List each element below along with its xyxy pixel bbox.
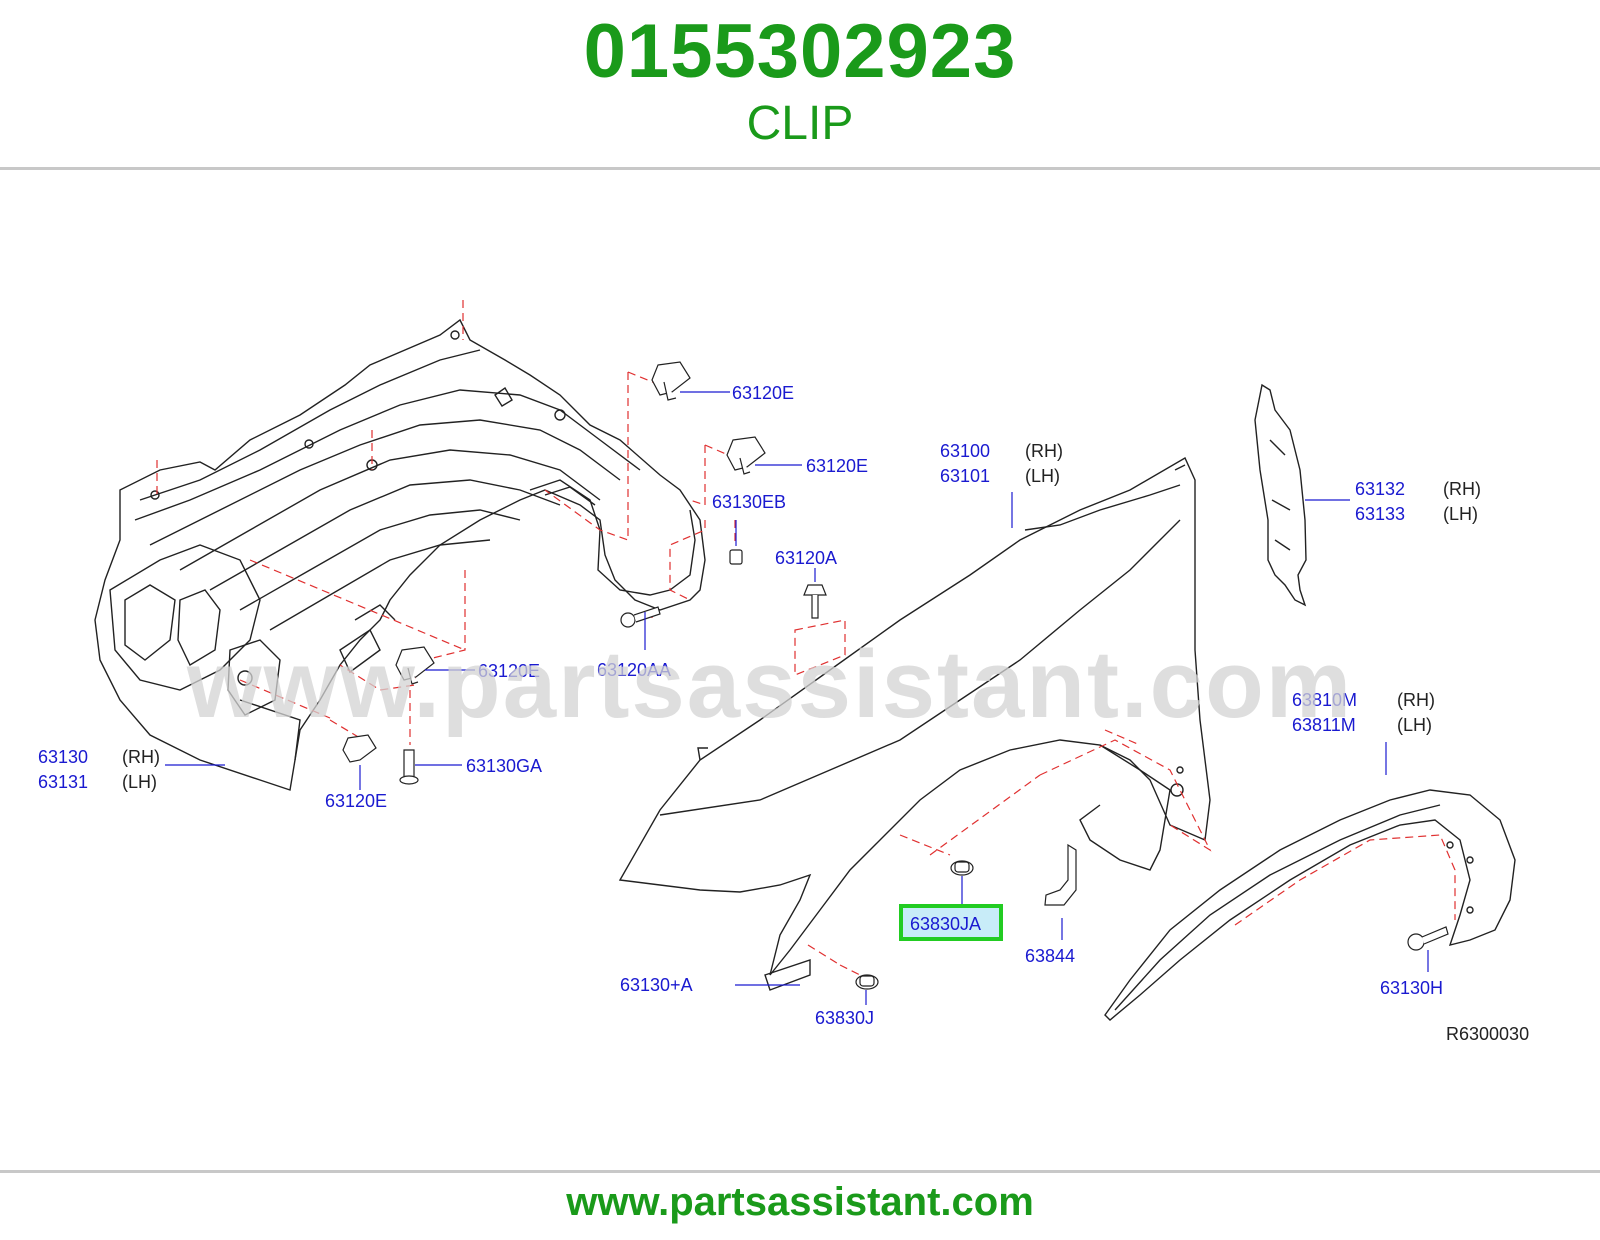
- label-63830J[interactable]: 63830J: [815, 1008, 874, 1028]
- label-63810M-rh: (RH): [1397, 690, 1435, 710]
- label-63844[interactable]: 63844: [1025, 946, 1075, 966]
- clip-63830J-icon: [855, 974, 879, 990]
- label-63131[interactable]: 63131: [38, 772, 88, 792]
- label-63120E-mid[interactable]: 63120E: [806, 456, 868, 476]
- label-63811M-lh: (LH): [1397, 715, 1432, 735]
- clip-63120E-lower-icon: [395, 646, 435, 685]
- label-63130-rh: (RH): [122, 747, 160, 767]
- label-63130GA[interactable]: 63130GA: [466, 756, 542, 776]
- label-63811M[interactable]: 63811M: [1292, 715, 1356, 735]
- clip-63830JA-icon: [950, 860, 974, 876]
- seal-63844-icon: [1044, 843, 1077, 906]
- screw-63130H-icon: [1407, 926, 1449, 951]
- highlighted-part-box: [899, 904, 1003, 941]
- reference-code: R6300030: [1446, 1024, 1529, 1044]
- clip-63120E-upper-icon: [651, 361, 691, 401]
- label-63130EB[interactable]: 63130EB: [712, 492, 786, 512]
- label-63130[interactable]: 63130: [38, 747, 88, 767]
- fender-dashed-leaders: [794, 619, 1212, 976]
- fender-liner-drawing: [94, 318, 706, 791]
- header-divider: [0, 167, 1600, 170]
- label-63130A[interactable]: 63130+A: [620, 975, 693, 995]
- page-header: 0155302923 CLIP: [0, 0, 1600, 170]
- clip-63120E-bottom-icon: [342, 734, 377, 763]
- fender-panel-drawing: [618, 457, 1211, 991]
- label-63101[interactable]: 63101: [940, 466, 990, 486]
- part-name-subtitle: CLIP: [746, 97, 854, 150]
- screw-63120AA-icon: [620, 606, 661, 628]
- clip-63120E-mid-icon: [726, 436, 766, 475]
- splash-shield-drawing: [1254, 383, 1307, 607]
- footer-divider: [0, 1170, 1600, 1173]
- moulding-label-leaders: [1385, 742, 1429, 972]
- label-63120AA[interactable]: 63120AA: [597, 660, 671, 680]
- nut-63130EB-icon: [729, 549, 743, 565]
- fender-label-leaders: [735, 492, 1063, 1005]
- liner-label-leaders: [165, 391, 816, 790]
- label-63133[interactable]: 63133: [1355, 504, 1405, 524]
- label-63810M[interactable]: 63810M: [1292, 690, 1357, 710]
- moulding-dashed-leaders: [1234, 834, 1456, 926]
- label-63120A[interactable]: 63120A: [775, 548, 837, 568]
- wheel-arch-moulding-drawing: [1104, 789, 1516, 1021]
- label-63132[interactable]: 63132: [1355, 479, 1405, 499]
- side-labels: (RH) (LH) (RH) (LH) (RH) (LH) (RH) (LH) …: [122, 441, 1529, 1044]
- label-63130H[interactable]: 63130H: [1380, 978, 1443, 998]
- label-63101-lh: (LH): [1025, 466, 1060, 486]
- label-63120E-upper[interactable]: 63120E: [732, 383, 794, 403]
- liner-dashed-leaders: [156, 300, 741, 745]
- label-63131-lh: (LH): [122, 772, 157, 792]
- label-63133-lh: (LH): [1443, 504, 1478, 524]
- parts-diagram: 63120E 63120E 63130EB 63120A 63120AA 631…: [0, 180, 1600, 1160]
- label-63100-rh: (RH): [1025, 441, 1063, 461]
- part-number-title: 0155302923: [583, 9, 1017, 94]
- label-63100[interactable]: 63100: [940, 441, 990, 461]
- watermark-text: www.partsassistant.com: [186, 631, 1354, 738]
- parts-diagram-svg: 63120E 63120E 63130EB 63120A 63120AA 631…: [38, 300, 1529, 1044]
- label-63830JA[interactable]: 63830JA: [910, 914, 981, 934]
- part-labels: 63120E 63120E 63130EB 63120A 63120AA 631…: [38, 383, 1443, 1028]
- screw-63120A-icon: [803, 584, 827, 619]
- label-63132-rh: (RH): [1443, 479, 1481, 499]
- label-63120E-bottom[interactable]: 63120E: [325, 791, 387, 811]
- label-63120E-lower[interactable]: 63120E: [478, 661, 540, 681]
- footer-url-link[interactable]: www.partsassistant.com: [566, 1180, 1034, 1224]
- pin-63130GA-icon: [399, 749, 419, 785]
